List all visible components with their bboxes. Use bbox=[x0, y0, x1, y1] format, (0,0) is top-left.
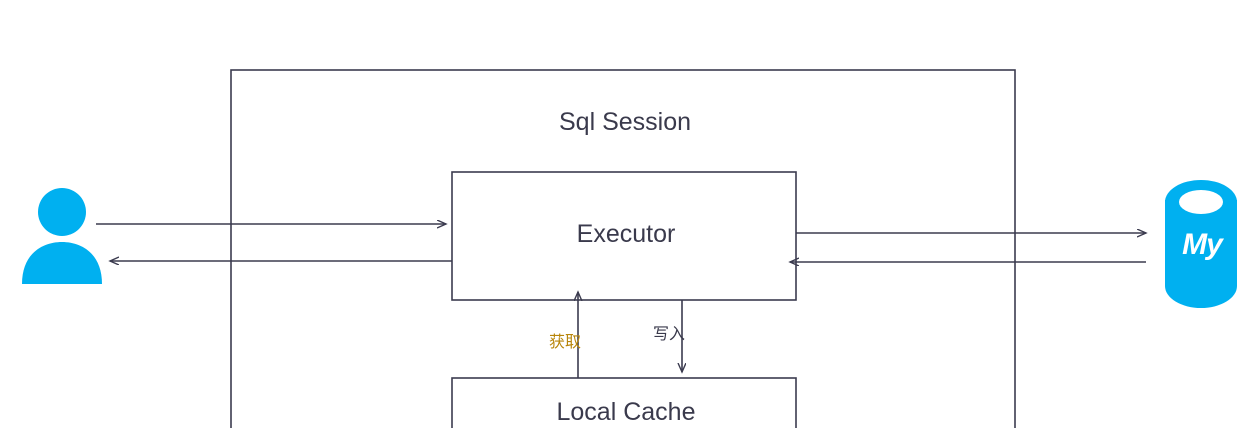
mysql-logo-text: My bbox=[1182, 228, 1223, 261]
local-cache-box bbox=[451, 377, 797, 428]
user-icon bbox=[22, 188, 102, 284]
executor-box bbox=[451, 171, 797, 301]
fetch-edge-label: 获取 bbox=[549, 334, 582, 351]
local-cache-label: Local Cache bbox=[556, 398, 696, 426]
write-edge-label: 写入 bbox=[653, 326, 686, 343]
database-icon bbox=[1165, 180, 1237, 308]
sql-session-box bbox=[230, 69, 1016, 428]
sql-session-label: Sql Session bbox=[558, 108, 692, 136]
executor-label: Executor bbox=[576, 220, 676, 248]
